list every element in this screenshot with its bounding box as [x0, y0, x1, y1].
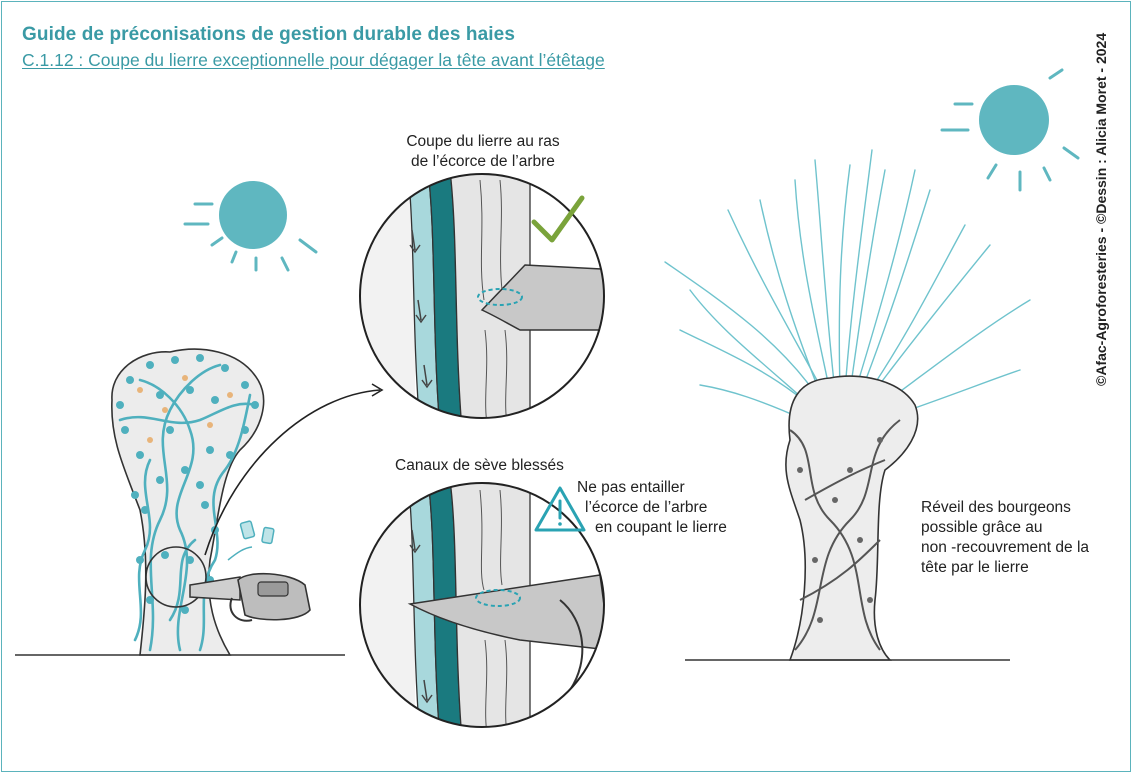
good-cut-label: Coupe du lierre au ras de l’écorce de l’… [383, 132, 583, 172]
wrong-cut-detail [359, 482, 605, 728]
good-cut-line1: Coupe du lierre au ras [406, 133, 560, 150]
sun-icon [183, 181, 318, 272]
result-line2: possible grâce au [921, 519, 1043, 536]
result-label: Réveil des bourgeons possible grâce au n… [921, 498, 1111, 578]
bad-cut-label: Canaux de sève blessés [395, 457, 564, 474]
warning-label: Ne pas entailler l’écorce de l’arbre en … [575, 478, 755, 538]
pollarded-tree [664, 149, 1031, 661]
check-icon [531, 195, 585, 243]
warning-line3: en coupant le lierre [595, 519, 727, 536]
result-line1: Réveil des bourgeons [921, 499, 1071, 516]
ivy-covered-tree [15, 348, 345, 656]
warning-line2: l’écorce de l’arbre [585, 499, 708, 516]
correct-cut-detail [359, 173, 605, 419]
good-cut-line2: de l’écorce de l’arbre [411, 153, 555, 170]
sun-icon [940, 68, 1080, 192]
warning-icon [534, 486, 586, 532]
result-line3: non -recouvrement de la [921, 539, 1090, 556]
section-subtitle[interactable]: C.1.12 : Coupe du lierre exceptionnelle … [22, 50, 605, 70]
warning-line1: Ne pas entailler [577, 479, 685, 496]
result-line4: tête par le lierre [921, 559, 1029, 576]
chainsaw-icon [189, 572, 311, 622]
guide-title: Guide de préconisations de gestion durab… [22, 24, 515, 45]
arrow-icon [204, 383, 384, 556]
